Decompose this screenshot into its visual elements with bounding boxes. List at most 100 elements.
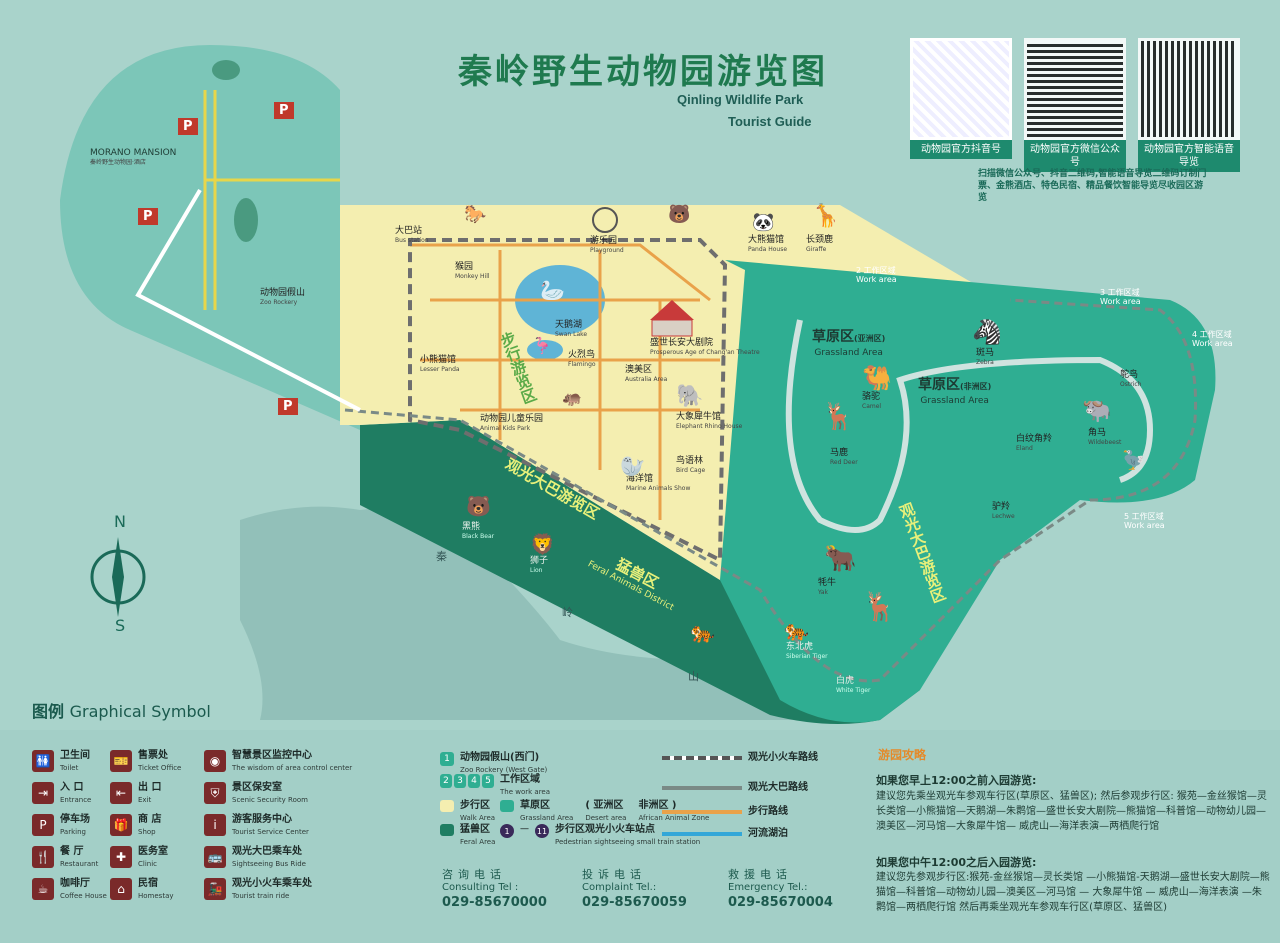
- train-route: [408, 238, 728, 564]
- work-marker: 5: [482, 774, 494, 788]
- grassland-africa-zone: 草原区(非洲区) Grassland Area: [918, 377, 992, 406]
- train-icon: 🚂: [204, 878, 226, 900]
- qr-code-icon: [1024, 38, 1126, 140]
- panda-icon: 🐼: [752, 212, 775, 233]
- camel-icon: 🐫: [862, 364, 892, 392]
- shop-icon: 🎁: [110, 814, 132, 836]
- qr-douyin[interactable]: 动物园官方抖音号: [910, 38, 1012, 159]
- parking-p3: P: [274, 102, 294, 119]
- ostrich-icon: 🦤: [1122, 450, 1145, 471]
- qr-code-icon: [910, 38, 1012, 140]
- info-icon: i: [204, 814, 226, 836]
- legend-train-route: 观光小火车路线: [662, 752, 818, 764]
- horse-icon: 🐎: [464, 204, 487, 225]
- bus-icon: 🚌: [204, 846, 226, 868]
- mountain-char-ling: 岭: [562, 606, 573, 619]
- grassland-swatch: [500, 800, 514, 812]
- hippo-icon: 🦛: [562, 388, 582, 407]
- parking-p5: P: [278, 398, 298, 415]
- pond-west: [234, 198, 258, 242]
- river-swatch: [662, 832, 742, 836]
- legend-river: 河流湖泊: [662, 828, 788, 840]
- qr-label: 动物园官方智能语音导览: [1138, 140, 1240, 172]
- train-route-swatch: [662, 756, 742, 760]
- compass-south: S: [115, 616, 126, 635]
- bison-icon: 🐃: [1082, 396, 1112, 424]
- flamingo-pond: [527, 340, 563, 360]
- swan-icon: 🦢: [540, 278, 565, 302]
- work-marker: 2: [440, 774, 452, 788]
- yak-icon: 🐂: [824, 544, 857, 574]
- qr-label: 动物园官方微信公众号: [1024, 140, 1126, 172]
- legend-walk-route: 步行路线: [662, 806, 788, 818]
- title-en-line1: Qinling Wildlife Park: [677, 92, 804, 107]
- parking-p4: P: [138, 208, 158, 225]
- legend-bus-route: 观光大巴路线: [662, 782, 808, 794]
- seal-icon: 🦭: [620, 454, 645, 478]
- deer-2-icon: 🦌: [862, 590, 897, 623]
- mountains: [240, 506, 800, 720]
- entrance-road: [135, 188, 361, 412]
- walk-route-swatch: [662, 810, 742, 814]
- pond-north: [212, 60, 240, 80]
- entrance-zone: [60, 45, 360, 430]
- circus-tent-icon: [650, 300, 694, 337]
- bear-icon: 🐻: [466, 494, 491, 518]
- black-bear-icon: 🐻: [668, 204, 691, 225]
- clinic-icon: ✚: [110, 846, 132, 868]
- qr-code-icon: [1138, 38, 1240, 140]
- homestay-icon: ⌂: [110, 878, 132, 900]
- scan-instructions: 扫描微信公众号、抖音二维码,智能语音导览二维码订制门票、金熊酒店、特色民宿、精品…: [978, 169, 1207, 203]
- inner-road: [785, 319, 1154, 533]
- tips-afternoon-heading: 如果您中午12:00之后入园游览:: [876, 856, 1037, 869]
- compass-north: N: [114, 512, 126, 531]
- qr-wechat[interactable]: 动物园官方微信公众号: [1024, 38, 1126, 172]
- qr-voice-guide[interactable]: 动物园官方智能语音导览: [1138, 38, 1240, 172]
- restaurant-icon: 🍴: [32, 846, 54, 868]
- bus-route-swatch: [662, 786, 742, 790]
- ferris-wheel-icon: [592, 207, 618, 233]
- work-marker: 4: [468, 774, 480, 788]
- mountain-char-shan: 山: [688, 670, 699, 683]
- lion-icon: 🦁: [530, 532, 555, 556]
- page-title: 秦岭野生动物园游览图: [458, 52, 828, 92]
- access-roads: [203, 90, 340, 310]
- elephant-icon: 🐘: [676, 384, 704, 409]
